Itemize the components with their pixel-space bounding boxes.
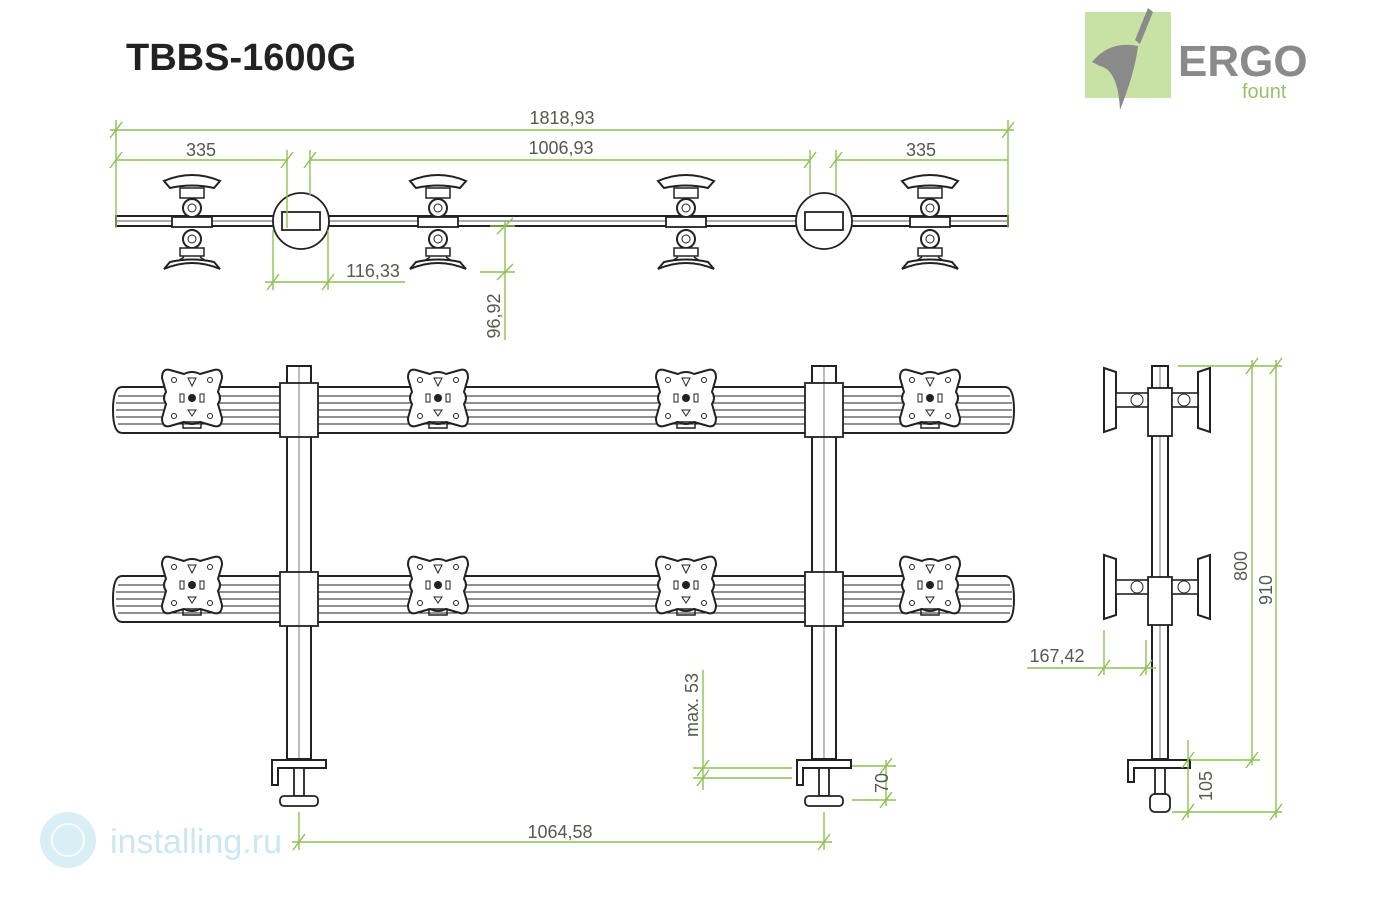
brand-logo: ERGO fount xyxy=(1085,8,1308,110)
vesa-plate-2 xyxy=(407,368,469,429)
dim-right-arm: 335 xyxy=(906,140,936,160)
dim-clamp-max: max. 53 xyxy=(682,673,702,737)
top-mount-4 xyxy=(901,174,959,270)
vesa-plate-7 xyxy=(655,555,717,616)
vesa-plate-4 xyxy=(899,368,961,429)
vesa-plate-8 xyxy=(899,555,961,616)
top-mount-3 xyxy=(657,174,715,270)
dim-total-height: 910 xyxy=(1256,575,1276,605)
front-dimensions xyxy=(292,670,896,851)
left-pole xyxy=(271,365,327,807)
side-lower-mounts xyxy=(1103,553,1211,621)
vesa-plate-5 xyxy=(161,555,223,616)
dim-clamp-height: 70 xyxy=(872,773,892,793)
right-pole xyxy=(796,365,852,807)
dim-center-span: 1006,93 xyxy=(528,138,593,158)
side-view xyxy=(1103,365,1211,813)
watermark-logo-icon xyxy=(40,812,96,868)
top-mount-1 xyxy=(163,174,221,270)
side-dimensions xyxy=(1027,357,1283,821)
logo-swoosh-icon xyxy=(1092,44,1138,110)
dim-overall-width: 1818,93 xyxy=(529,108,594,128)
front-dimension-labels: 1064,58 max. 53 70 xyxy=(527,673,892,842)
page-header: TBBS-1600G xyxy=(100,25,690,82)
dim-clamp-base: 105 xyxy=(1196,771,1216,801)
upper-rail xyxy=(111,386,1016,434)
vesa-plate-3 xyxy=(655,368,717,429)
dim-rail-depth: 96,92 xyxy=(484,293,504,338)
top-dimension-labels: 1818,93 335 1006,93 335 116,33 96,92 xyxy=(186,108,936,339)
side-dimension-labels: 800 910 105 167,42 xyxy=(1029,551,1276,801)
top-view xyxy=(115,174,1009,270)
dim-hub-width: 116,33 xyxy=(346,261,400,281)
watermark-text: installing.ru xyxy=(110,823,282,861)
vesa-plate-1 xyxy=(161,368,223,429)
logo-wordmark: ERGO xyxy=(1178,37,1308,86)
dim-side-offset: 167,42 xyxy=(1029,646,1084,666)
vesa-plate-6 xyxy=(407,555,469,616)
dim-upper-height: 800 xyxy=(1231,551,1251,581)
side-upper-mounts xyxy=(1103,366,1211,434)
dim-base-spacing: 1064,58 xyxy=(527,822,592,842)
lower-rail xyxy=(111,575,1016,623)
logo-subtext: fount xyxy=(1242,81,1287,103)
top-mount-2 xyxy=(409,174,467,270)
dim-left-arm: 335 xyxy=(186,140,216,160)
page-title: TBBS-1600G xyxy=(126,37,356,79)
watermark: installing.ru xyxy=(40,812,282,868)
front-view xyxy=(111,365,1016,807)
top-dimensions xyxy=(109,120,1015,340)
